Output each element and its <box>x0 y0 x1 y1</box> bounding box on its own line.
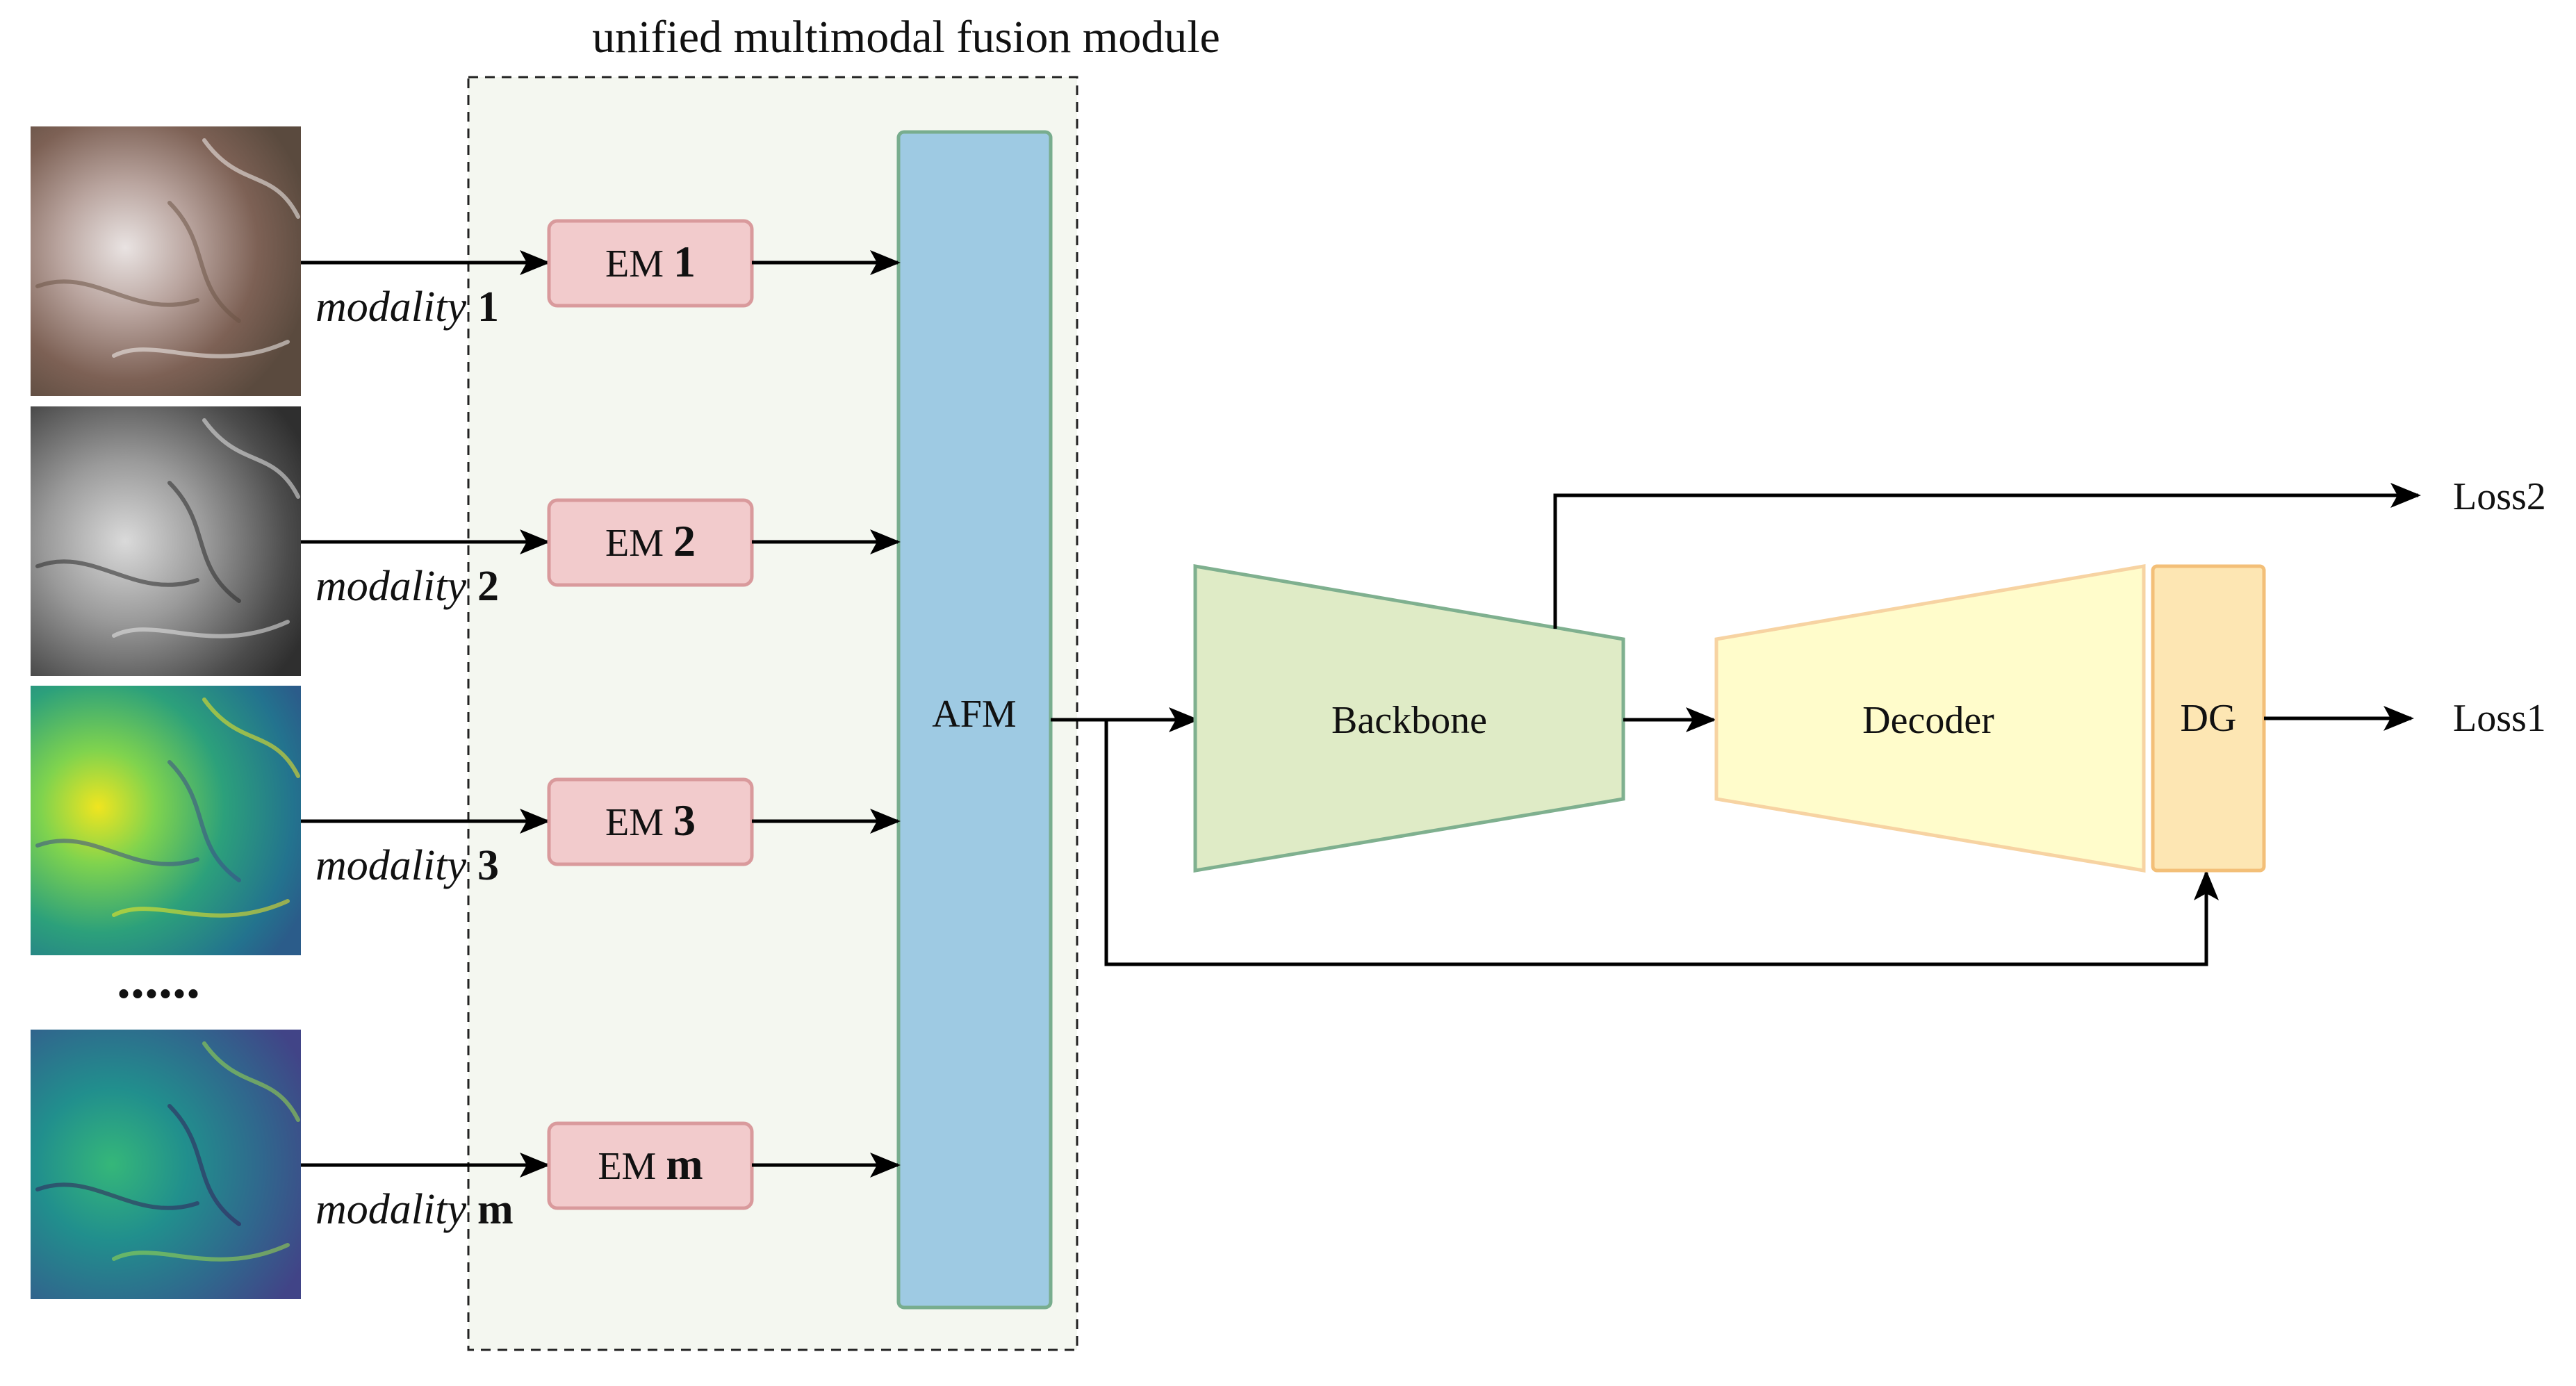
afm-label: AFM <box>932 693 1016 736</box>
modality-image-base <box>31 406 301 676</box>
backbone-to-loss2-arrow <box>1553 483 2421 629</box>
modality-ellipsis: ...... <box>117 949 200 1010</box>
em-prefix: EM <box>605 801 664 844</box>
modality-word: modality <box>315 283 466 331</box>
modality-image-texture <box>112 340 290 358</box>
modality-image-texture <box>35 1182 199 1210</box>
backbone-block <box>1193 564 1625 873</box>
modality-word: modality <box>315 1186 466 1233</box>
modality-image <box>31 1030 301 1299</box>
modality-image <box>31 686 301 955</box>
backbone-label: Backbone <box>1331 699 1487 742</box>
modality-image-texture <box>112 899 290 918</box>
modality-index: 3 <box>477 842 499 889</box>
em-prefix: EM <box>605 242 664 286</box>
modality-image-texture <box>202 698 300 778</box>
loss2-label: Loss2 <box>2453 475 2546 518</box>
skip-connection-arrow <box>1104 720 2219 966</box>
modality-image <box>31 406 301 676</box>
modality-word: modality <box>315 563 466 610</box>
loss1-label: Loss1 <box>2453 697 2546 740</box>
em-prefix: EM <box>598 1145 656 1188</box>
modality-image <box>31 126 301 396</box>
modality-image-texture <box>167 481 241 603</box>
modality-image-texture <box>202 1041 300 1122</box>
modality-image-texture <box>112 1243 290 1262</box>
em-prefix: EM <box>605 522 664 565</box>
modality-image-texture <box>202 138 300 219</box>
modality-image-texture <box>167 201 241 323</box>
modality-image-base <box>31 1030 301 1299</box>
modality-image-texture <box>35 279 199 307</box>
modality-image-texture <box>35 839 199 866</box>
modality-index: m <box>477 1186 514 1233</box>
modality-image-texture <box>112 620 290 638</box>
modality-index: 1 <box>477 283 499 331</box>
em-index: 2 <box>673 516 696 566</box>
modality-index: 2 <box>477 563 499 610</box>
module-title: unified multimodal fusion module <box>592 12 1220 63</box>
em-index: 1 <box>673 237 696 286</box>
modality-image-base <box>31 686 301 955</box>
modality-image-texture <box>167 760 241 882</box>
dg-label: DG <box>2181 697 2237 740</box>
modality-image-texture <box>35 559 199 587</box>
modality-image-texture <box>167 1104 241 1226</box>
em-index: m <box>666 1139 703 1189</box>
em-index: 3 <box>673 795 696 845</box>
modality-image-base <box>31 126 301 396</box>
decoder-block <box>1714 564 2146 873</box>
modality-image-texture <box>202 418 300 499</box>
decoder-label: Decoder <box>1862 699 1994 742</box>
modality-word: modality <box>315 842 466 889</box>
